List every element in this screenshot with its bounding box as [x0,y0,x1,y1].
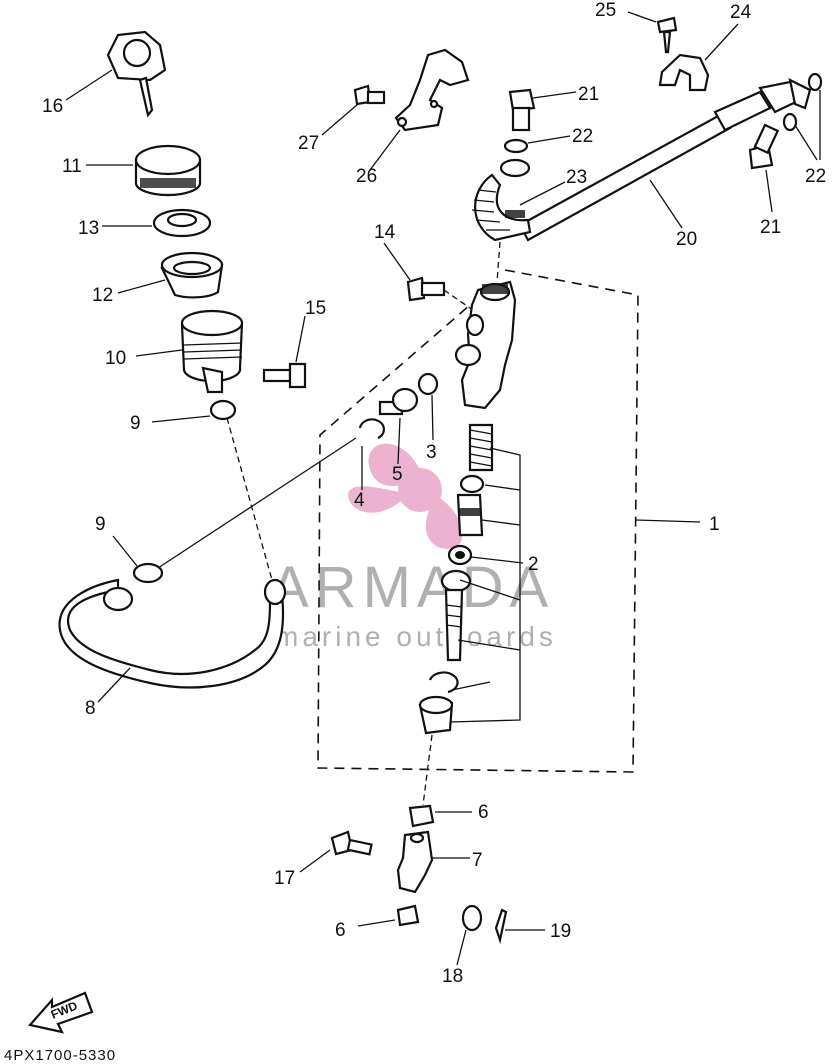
callout-27: 27 [298,133,319,154]
callout-12: 12 [92,285,113,306]
callout-15: 15 [305,298,326,319]
part-21-union-bolt-upper [508,88,577,132]
callout-9-lower: 9 [95,514,106,535]
callout-14: 14 [374,222,396,243]
callout-3: 3 [426,442,437,463]
part-14-bolt [383,242,481,316]
callout-13: 13 [78,218,99,239]
callout-19: 19 [550,921,571,942]
callout-6-upper: 6 [478,802,489,823]
part-8-reservoir-hose [58,417,287,703]
part-26-bracket [369,48,470,171]
part-23-hose-joint [519,181,566,206]
callout-8: 8 [85,698,96,719]
part-18-washer [456,904,483,966]
fwd-direction-arrow: FWD [27,991,94,1034]
watermark-subtitle: marine outboards [275,621,557,652]
callout-11: 11 [62,156,82,177]
callout-16: 16 [42,96,63,117]
master-cylinder-body [454,280,517,410]
callout-10: 10 [105,348,126,369]
callout-21-upper: 21 [578,84,599,105]
part-4-circlip [157,418,385,569]
part-20-brake-hose [471,78,812,283]
internal-parts-stack [418,423,524,806]
part-22-gasket-right [782,72,823,161]
callout-20: 20 [676,229,697,250]
part-6-nut-upper [408,804,472,828]
part-11-reservoir-cap [86,144,202,197]
part-22-gasket-upper [503,135,571,154]
part-21-union-bolt-right [748,123,780,213]
callout-9-upper: 9 [130,413,141,434]
callout-7: 7 [472,850,483,871]
propeller-icon [348,443,463,549]
part-24-hose-guide [658,23,739,92]
part-13-diaphragm-plate [102,208,212,238]
callout-6-lower: 6 [335,920,346,941]
part-19-cotter-pin [494,908,545,945]
drawing-code: 4PX1700-5330 [4,1047,116,1064]
part-9-hose-clamp-upper [151,399,237,423]
part-5-hose-fitting [378,387,419,465]
callout-17: 17 [274,868,295,889]
part-25-screw [627,11,678,54]
watermark-title: ARMADA [270,555,554,620]
part-15-bolt [262,315,307,389]
assembly-outline [317,269,701,773]
part-10-reservoir [135,309,244,394]
callout-4: 4 [354,490,365,511]
part-12-diaphragm [117,251,224,299]
part-17-clevis-pin [299,830,373,873]
part-9-hose-clamp-lower [112,535,164,584]
callout-22-upper: 22 [572,126,593,147]
part-3-o-ring [417,372,439,441]
callout-25: 25 [595,0,616,21]
part-7-clevis [396,830,470,894]
callout-1: 1 [709,514,720,535]
callout-23: 23 [566,167,587,188]
armada-logo-watermark: ARMADA marine outboards [270,443,557,652]
part-27-bolt [321,84,386,136]
callout-24: 24 [730,2,752,23]
callout-labels: 1 2 3 4 5 6 6 7 8 9 9 10 11 12 13 14 15 … [42,0,826,987]
part-16-cap-retainer [65,30,167,118]
callout-26: 26 [356,166,377,187]
callout-2: 2 [528,554,539,575]
callout-5: 5 [392,464,403,485]
part-6-nut-lower [357,904,420,927]
callout-22-right: 22 [805,166,826,187]
callout-21-right: 21 [760,217,781,238]
callout-18: 18 [442,966,463,987]
